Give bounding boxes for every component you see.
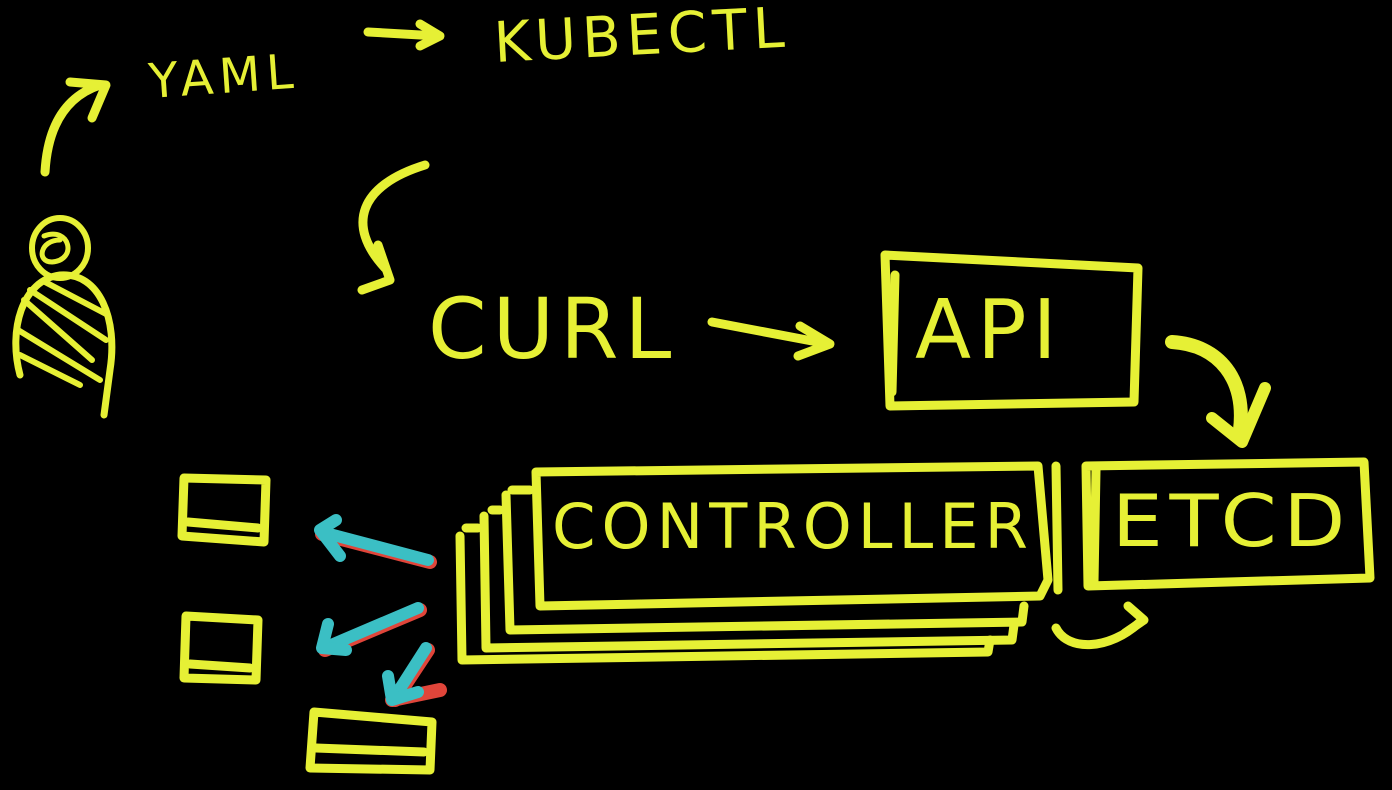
to-curl-arrow (358, 160, 430, 273)
label-etcd: ETCD (1112, 479, 1352, 563)
label-curl: CURL (428, 280, 677, 378)
person-to-yaml-arrow (40, 80, 105, 177)
label-controller: CONTROLLER (552, 490, 1034, 563)
pod-box-icon (179, 611, 263, 685)
controller-to-pods-arrows (314, 514, 447, 707)
pod-box-icon (305, 707, 437, 775)
etcd-box (1081, 457, 1375, 591)
curl-to-api-arrow (707, 317, 833, 349)
label-api: API (915, 283, 1063, 378)
controller-stack (455, 461, 1063, 665)
label-yaml: YAML (146, 44, 301, 110)
person-icon (12, 215, 116, 419)
api-box (880, 250, 1143, 411)
api-to-etcd-arrow (1165, 335, 1248, 437)
pod-box-icon (177, 473, 271, 547)
label-kubectl: KUBECTL (492, 0, 792, 76)
yaml-to-kubectl-arrow (363, 27, 443, 41)
